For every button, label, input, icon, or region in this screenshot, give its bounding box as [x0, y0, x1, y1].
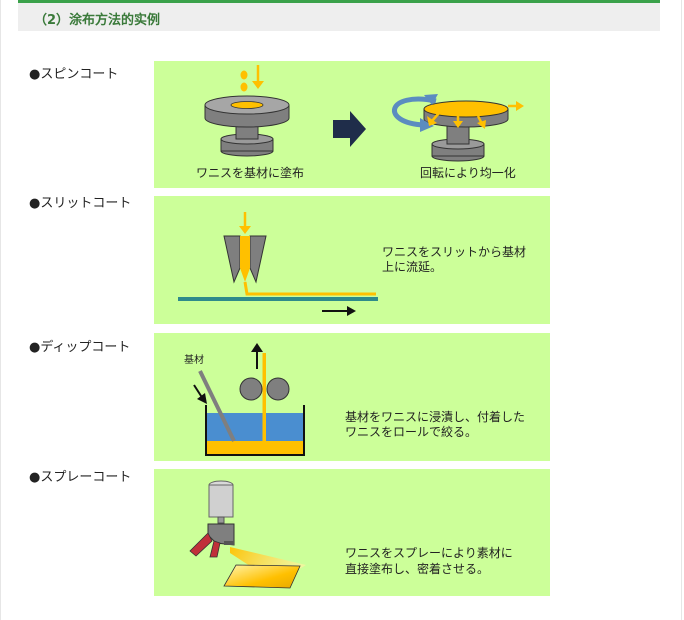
coated-panel: [223, 564, 301, 589]
spread-arrows: [427, 101, 524, 129]
withdrawn-substrate: [262, 353, 266, 441]
spray-gun-icon: [189, 480, 235, 558]
squeeze-roller-left: [239, 377, 263, 401]
slit-die: [223, 235, 267, 284]
dip-description-line-1: 基材をワニスに浸漬し、付着した: [345, 410, 526, 424]
withdraw-arrow-icon: [251, 343, 263, 369]
rotation-arrowhead: [420, 118, 434, 132]
panel-slit-coat: ワニスをスリットから基材 上に流延。: [154, 196, 550, 324]
section-title: （2）涂布方法的实例: [34, 13, 161, 28]
spin-coat-diagram: [204, 65, 524, 162]
panel-dip-coat: 基材 基材をワニスに浸漬し、付着した ワニスをロールで絞る。: [154, 333, 550, 461]
panel-spray-coat: ワニスをスプレーにより素材に 直接塗布し、密着させる。: [154, 469, 550, 596]
process-arrow-icon: [333, 111, 366, 147]
dip-description-line-2: ワニスをロールで絞る。: [345, 425, 478, 439]
method-label-dip-coat: ●ディップコート: [29, 340, 131, 355]
page-right-border: [681, 0, 682, 620]
spray-coat-diagram: [189, 480, 306, 589]
substrate-label: 基材: [184, 355, 204, 366]
spin-coater-before: [204, 95, 290, 157]
spray-description-line-1: ワニスをスプレーにより素材に: [345, 546, 513, 560]
slit-description-line-1: ワニスをスリットから基材: [382, 245, 527, 259]
squeeze-roller-right: [266, 377, 290, 401]
method-label-slit-coat: ●スリットコート: [29, 196, 132, 211]
panel-spin-coat: ワニスを基材に塗布 回転により均一化: [154, 61, 550, 188]
dip-coat-diagram: [193, 343, 305, 456]
slit-coat-diagram: [178, 212, 378, 316]
caption-rotate: 回転により均一化: [420, 166, 516, 180]
feed-arrow: [239, 212, 251, 234]
spin-coater-after: [423, 100, 509, 162]
method-label-spin-coat: ●スピンコート: [29, 67, 119, 82]
method-label-spray-coat: ●スプレーコート: [29, 470, 132, 485]
varnish-drops: [240, 70, 248, 92]
slit-description-line-2: 上に流延。: [382, 260, 443, 274]
spray-description-line-2: 直接塗布し、密着させる。: [345, 562, 490, 576]
coating-film: [243, 281, 376, 296]
transport-arrow-icon: [322, 306, 356, 316]
dispense-arrow: [252, 65, 264, 89]
section-header: （2）涂布方法的实例: [18, 0, 660, 31]
rotation-arrowhead-top: [424, 94, 438, 105]
rotation-arrow-icon: [392, 96, 437, 128]
page-left-border: [0, 0, 1, 620]
dipped-substrate: [198, 370, 236, 442]
insert-arrow-icon: [193, 384, 207, 404]
substrate-band: [178, 297, 378, 301]
dip-tank: [205, 405, 305, 456]
caption-apply: ワニスを基材に塗布: [196, 166, 305, 180]
